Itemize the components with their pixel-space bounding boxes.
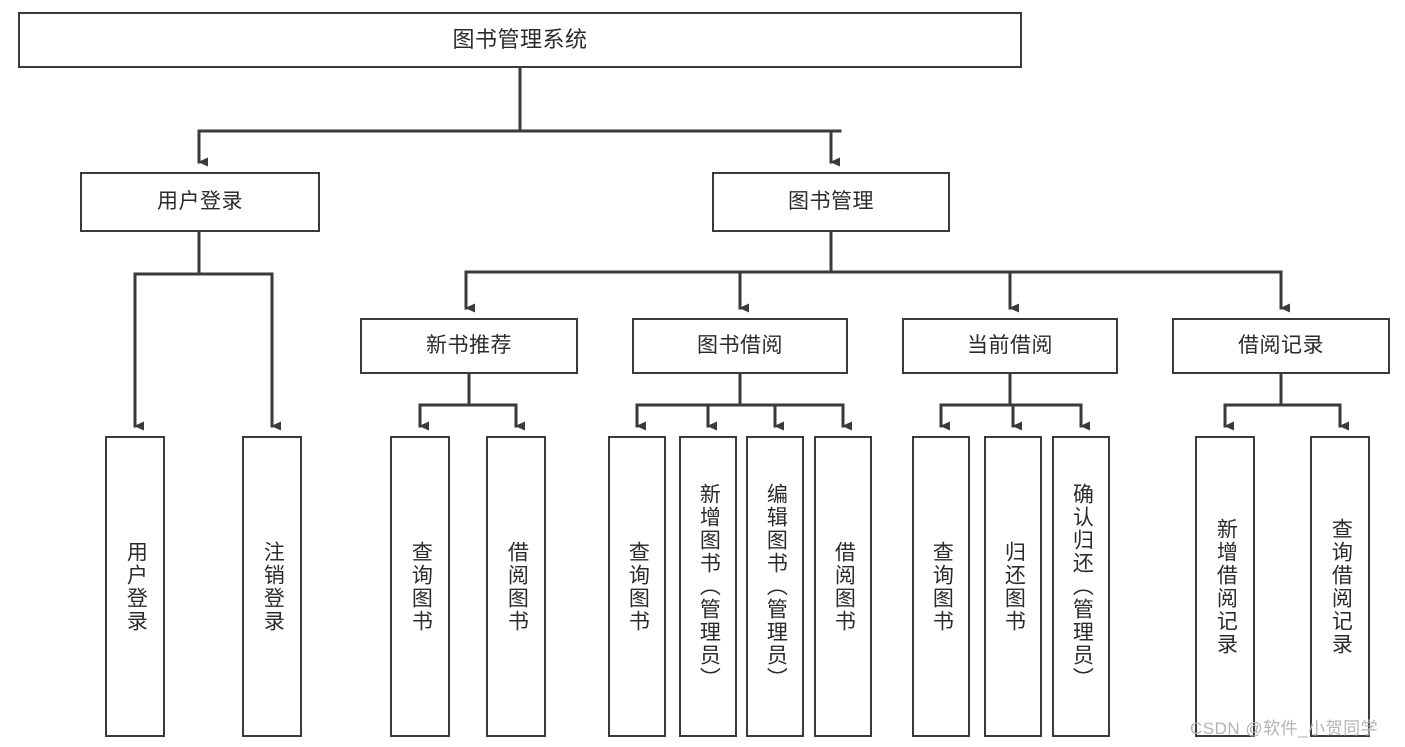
node-leaf-user-logout[interactable]: 注销登录 [242,436,302,737]
node-leaf-edit-book-label: 编辑图书（管理员） [764,483,788,690]
node-leaf-add-book-label: 新增图书（管理员） [697,483,721,690]
node-current-borrow[interactable]: 当前借阅 [902,318,1118,374]
node-book-manage[interactable]: 图书管理 [712,172,950,232]
node-leaf-query-record[interactable]: 查询借阅记录 [1310,436,1370,737]
node-book-manage-label: 图书管理 [788,190,874,214]
node-leaf-add-book[interactable]: 新增图书（管理员） [679,436,737,737]
node-book-borrow[interactable]: 图书借阅 [632,318,848,374]
node-leaf-return-book[interactable]: 归还图书 [984,436,1042,737]
node-leaf-return-book-label: 归还图书 [1002,540,1026,633]
node-leaf-user-logout-label: 注销登录 [261,540,285,633]
node-root[interactable]: 图书管理系统 [18,12,1022,68]
watermark-text: CSDN @软件_小贺同学 [1190,719,1379,738]
node-user-login-label: 用户登录 [157,190,243,214]
node-leaf-query-record-label: 查询借阅记录 [1329,517,1353,656]
node-leaf-confirm-return-label: 确认归还（管理员） [1070,483,1094,690]
node-leaf-query-book-3[interactable]: 查询图书 [912,436,970,737]
node-root-label: 图书管理系统 [452,26,588,52]
node-borrow-record[interactable]: 借阅记录 [1172,318,1390,374]
node-leaf-borrow-book-1[interactable]: 借阅图书 [486,436,546,737]
node-user-login[interactable]: 用户登录 [80,172,320,232]
node-leaf-borrow-book-1-label: 借阅图书 [505,540,529,633]
node-leaf-query-book-1[interactable]: 查询图书 [390,436,450,737]
node-leaf-borrow-book-2[interactable]: 借阅图书 [814,436,872,737]
node-leaf-edit-book[interactable]: 编辑图书（管理员） [746,436,804,737]
node-leaf-confirm-return[interactable]: 确认归还（管理员） [1052,436,1110,737]
node-leaf-query-book-2[interactable]: 查询图书 [608,436,666,737]
node-leaf-query-book-2-label: 查询图书 [626,540,650,633]
node-leaf-add-record[interactable]: 新增借阅记录 [1195,436,1255,737]
node-current-borrow-label: 当前借阅 [967,334,1053,358]
node-leaf-user-login-label: 用户登录 [124,540,148,633]
node-new-book-recommend-label: 新书推荐 [426,334,512,358]
node-new-book-recommend[interactable]: 新书推荐 [360,318,578,374]
node-leaf-query-book-3-label: 查询图书 [930,540,954,633]
node-borrow-record-label: 借阅记录 [1238,334,1324,358]
node-leaf-query-book-1-label: 查询图书 [409,540,433,633]
node-leaf-user-login[interactable]: 用户登录 [105,436,165,737]
node-book-borrow-label: 图书借阅 [697,334,783,358]
node-leaf-add-record-label: 新增借阅记录 [1214,517,1238,656]
node-leaf-borrow-book-2-label: 借阅图书 [832,540,856,633]
